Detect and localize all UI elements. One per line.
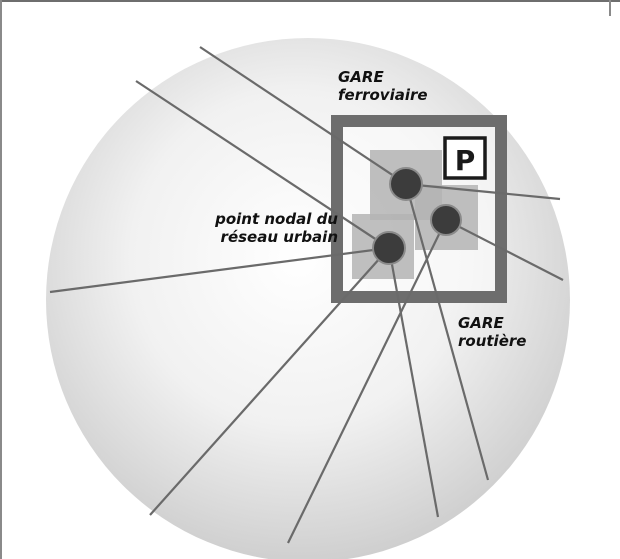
urban-link-w	[49, 246, 390, 294]
urban-node-label-line1: point nodal du	[215, 210, 338, 228]
urban-link-s	[387, 247, 440, 518]
urban-network-node	[372, 231, 406, 265]
bus-station-label: GARE routière	[458, 314, 526, 350]
frame-top-border	[0, 0, 620, 2]
parking-sign: P	[443, 136, 487, 180]
railway-link-s	[404, 183, 490, 481]
bus-link-sw	[287, 219, 447, 544]
urban-node-label: point nodal du réseau urbain	[186, 210, 338, 246]
bus-connections	[287, 219, 564, 544]
parking-sign-letter: P	[455, 144, 476, 177]
railway-station-node	[389, 167, 423, 201]
railway-station-label: GARE ferroviaire	[338, 68, 428, 104]
urban-connections	[49, 80, 440, 518]
railway-station-label-line1: GARE	[338, 68, 384, 86]
bus-station-node	[430, 204, 462, 236]
urban-link-sw	[149, 247, 390, 516]
railway-link-nw	[199, 46, 407, 185]
railway-connections	[199, 46, 561, 481]
bus-station-label-line1: GARE	[458, 314, 504, 332]
bus-link-se	[445, 219, 564, 281]
urban-link-nw	[135, 80, 390, 249]
bus-station-label-line2: routière	[458, 332, 527, 350]
railway-station-label-line2: ferroviaire	[338, 86, 428, 104]
urban-node-label-line2: réseau urbain	[220, 228, 338, 246]
frame-right-tick	[609, 0, 611, 16]
station-building-frame	[331, 115, 507, 303]
frame-left-border	[0, 0, 2, 559]
railway-link-e	[405, 182, 561, 201]
